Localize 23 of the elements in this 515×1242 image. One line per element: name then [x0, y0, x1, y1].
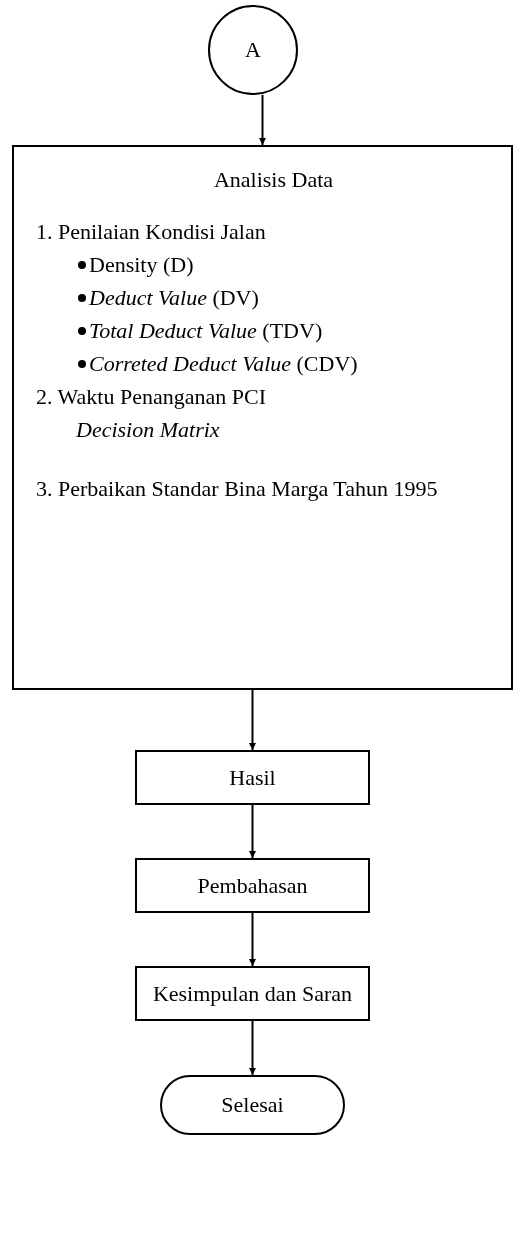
list-item: Density (D) — [89, 251, 194, 279]
arrow — [249, 912, 256, 967]
node-label: A — [245, 37, 261, 63]
node-label: Selesai — [221, 1092, 284, 1118]
list-item: Total Deduct Value (TDV) — [89, 317, 323, 345]
numbered-item: 1. Penilaian Kondisi Jalan — [36, 218, 267, 246]
list-item: Deduct Value (DV) — [89, 284, 259, 312]
numbered-item: 3. Perbaikan Standar Bina Marga Tahun 1995 — [36, 475, 439, 503]
process-box — [135, 858, 370, 913]
arrow — [249, 689, 256, 751]
list-item: Correted Deduct Value (CDV) — [89, 350, 358, 378]
node-label: Hasil — [229, 764, 276, 791]
arrow — [249, 1020, 256, 1076]
arrow — [249, 804, 256, 859]
terminal-shape — [160, 1075, 345, 1135]
numbered-item: 2. Waktu Penanganan PCI Decision Matrix — [36, 383, 267, 444]
node-label: Pembahasan — [197, 872, 308, 899]
process-box — [135, 966, 370, 1021]
node-label: Kesimpulan dan Saran — [152, 980, 353, 1007]
arrow — [259, 94, 266, 146]
box-heading: Analisis Data — [212, 167, 335, 193]
process-box — [135, 750, 370, 805]
process-box — [12, 145, 513, 690]
